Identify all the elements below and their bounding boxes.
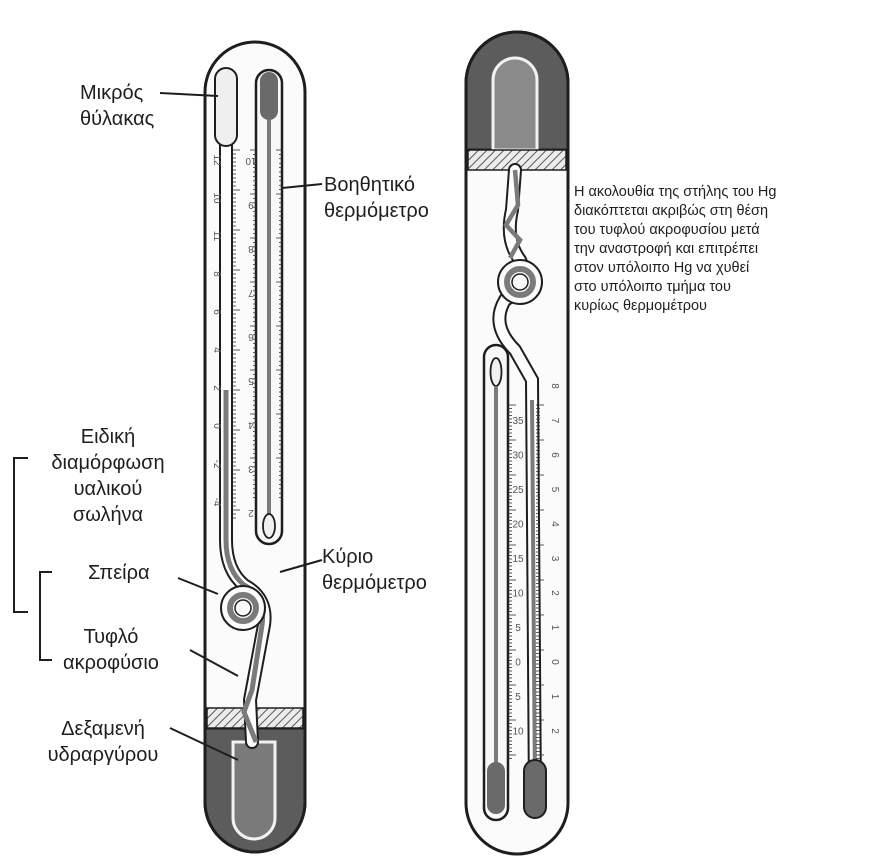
main-scale-number: 10 <box>211 192 222 204</box>
label-reservoir: Δεξαμενή υδραργύρου <box>28 716 178 768</box>
note-line-7: κυρίως θερμομέτρου <box>574 297 864 316</box>
label-blind-nozzle: Τυφλό ακροφύσιο <box>46 624 176 676</box>
right-inner-scale-number: 15 <box>512 554 524 565</box>
aux-scale-number: 8 <box>248 243 254 254</box>
label-special-line4: σωλήνα <box>18 502 198 528</box>
label-main-thermometer: Κύριο θερμόμετρο <box>322 544 427 596</box>
right-outer-scale-number: 5 <box>549 487 560 493</box>
right-inner-scale-number: 20 <box>512 520 524 531</box>
main-scale-number: 12 <box>211 154 222 166</box>
label-special-line3: υαλικού <box>18 476 198 502</box>
right-outer-scale-number: 2 <box>549 590 560 596</box>
right-outer-scale-number: 1 <box>549 625 560 631</box>
mercury-reservoir <box>233 742 275 839</box>
aux-scale-number: 10 <box>245 155 257 166</box>
right-inner-scale-number: 25 <box>512 485 524 496</box>
label-coil: Σπείρα <box>88 560 150 586</box>
label-nozzle-line2: ακροφύσιο <box>46 650 176 676</box>
right-inner-scale-number: 10 <box>512 727 524 738</box>
right-inner-scale-number: 0 <box>515 658 521 669</box>
label-aux-line2: θερμόμετρο <box>324 198 429 224</box>
right-inner-scale-number: 35 <box>512 416 524 427</box>
right-outer-scale-number: 3 <box>549 556 560 562</box>
main-scale-number: -2 <box>211 460 222 469</box>
note-line-5: στον υπόλοιπο Hg να χυθεί <box>574 259 864 278</box>
right-inner-scale-number: 5 <box>515 623 521 634</box>
aux-scale-number: 4 <box>248 419 254 430</box>
main-scale-number: 2 <box>211 385 222 391</box>
inverted-reservoir <box>493 58 537 150</box>
aux-bottom-bulb <box>263 514 275 538</box>
label-main-line1: Κύριο <box>322 544 427 570</box>
main-scale-number: 11 <box>211 231 222 242</box>
main-scale-number: 0 <box>211 423 222 429</box>
label-aux-line1: Βοηθητικό <box>324 172 429 198</box>
right-outer-scale-number: 7 <box>549 418 560 424</box>
main-scale-number: 4 <box>211 347 222 353</box>
label-small-bulb-line2: θύλακας <box>80 106 154 132</box>
right-outer-scale-number: 2 <box>549 728 560 734</box>
right-inner-scale-number: 5 <box>515 692 521 703</box>
right-outer-scale-number: 8 <box>549 383 560 389</box>
right-outer-scale-number: 6 <box>549 452 560 458</box>
main-scale-number: 8 <box>211 271 222 277</box>
label-special-line2: διαμόρφωση <box>18 450 198 476</box>
label-small-bulb: Μικρός θύλακας <box>80 80 154 132</box>
label-aux-thermometer: Βοηθητικό θερμόμετρο <box>324 172 429 224</box>
main-scale-number: 6 <box>211 309 222 315</box>
aux-scale-number: 7 <box>248 287 254 298</box>
label-special-line1: Ειδική <box>18 424 198 450</box>
right-inner-scale-number: 30 <box>512 451 524 462</box>
explanatory-note: Η ακολουθία της στήλης του Hg διακόπτετα… <box>574 183 864 316</box>
right-outer-scale-number: 1 <box>549 694 560 700</box>
right-outer-scale-number: 4 <box>549 521 560 527</box>
right-inner-bottom-bulb <box>487 762 505 814</box>
aux-scale-number: 5 <box>248 375 254 386</box>
note-line-1: Η ακολουθία της στήλης του Hg <box>574 183 864 202</box>
label-main-line2: θερμόμετρο <box>322 570 427 596</box>
small-bulb-shape <box>215 68 237 146</box>
right-coil-inner <box>512 274 528 290</box>
label-small-bulb-line1: Μικρός <box>80 80 154 106</box>
aux-scale-number: 9 <box>248 199 254 210</box>
main-scale-number: -4 <box>211 498 222 507</box>
aux-scale-number: 6 <box>248 331 254 342</box>
label-coil-text: Σπείρα <box>88 560 150 586</box>
left-thermometer: 10 9 8 7 6 5 4 3 2 12 10 11 8 6 4 2 0 -2 -4 <box>205 42 305 852</box>
label-nozzle-line1: Τυφλό <box>46 624 176 650</box>
label-reservoir-line2: υδραργύρου <box>28 742 178 768</box>
right-outer-scale-number: 0 <box>549 659 560 665</box>
note-line-3: του τυφλού ακροφυσίου μετά <box>574 221 864 240</box>
aux-scale-number: 2 <box>248 507 254 518</box>
note-line-2: διακόπτεται ακριβώς στη θέση <box>574 202 864 221</box>
right-inner-scale-number: 10 <box>512 589 524 600</box>
aux-thermometer-top-bulb <box>260 72 278 120</box>
aux-scale-number: 3 <box>248 463 254 474</box>
right-main-bottom-bulb <box>524 760 546 818</box>
label-special-shape: Ειδική διαμόρφωση υαλικού σωλήνα <box>18 424 198 528</box>
right-inner-top-bulb <box>491 358 502 386</box>
note-line-6: στο υπόλοιπο τμήμα του <box>574 278 864 297</box>
note-line-4: την αναστροφή και επιτρέπει <box>574 240 864 259</box>
coil-loop-inner <box>235 600 251 616</box>
label-reservoir-line1: Δεξαμενή <box>28 716 178 742</box>
